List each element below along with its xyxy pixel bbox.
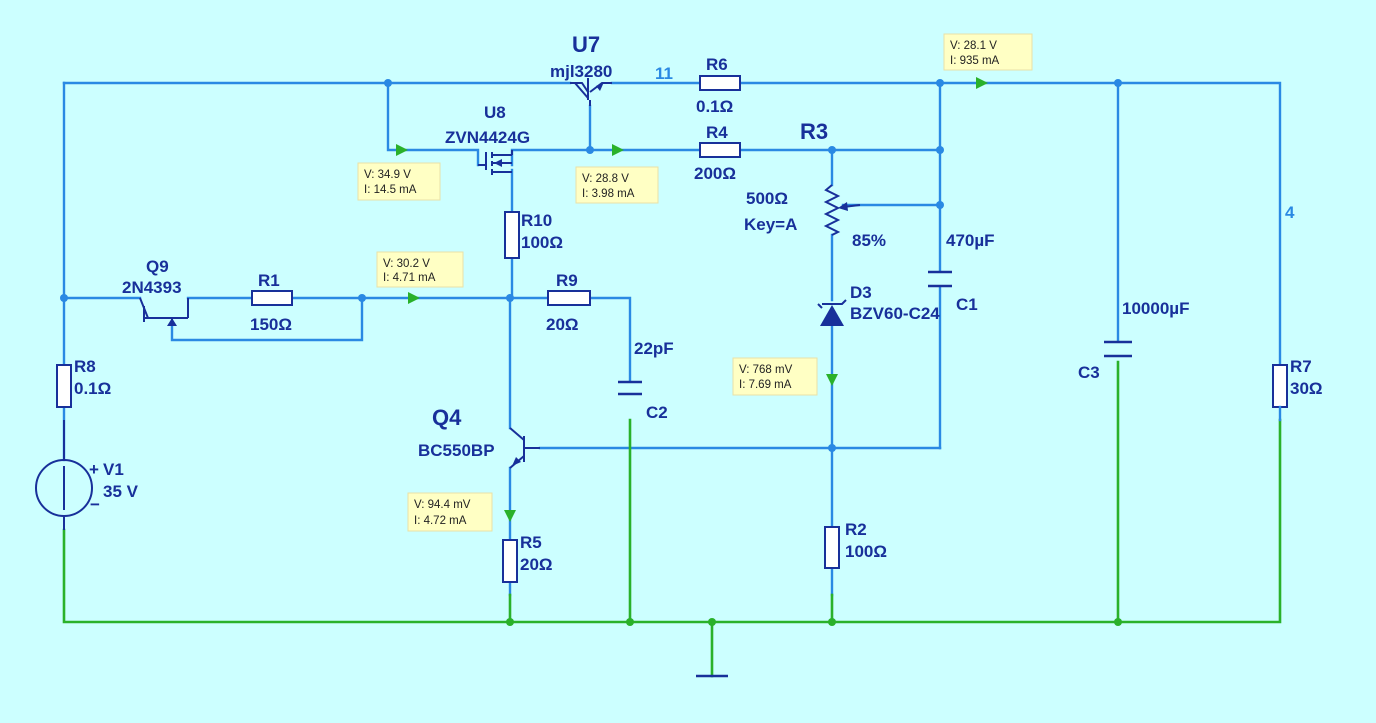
probe-source-voltage: V: 28.8 V bbox=[582, 173, 629, 185]
u7-ref: U7 bbox=[572, 32, 600, 57]
r3-key: Key=A bbox=[744, 215, 797, 234]
resistor-r7: R7 30Ω bbox=[1272, 357, 1323, 422]
q9-value: 2N4393 bbox=[122, 278, 182, 297]
c2-value: 22pF bbox=[634, 339, 674, 358]
r3-setting: 85% bbox=[852, 231, 886, 250]
c1-value: 470µF bbox=[946, 231, 995, 250]
probe-d3: V: 768 mV I: 7.69 mA bbox=[732, 357, 818, 396]
d3-value: BZV60-C24 bbox=[850, 304, 940, 323]
probe-u8-voltage: V: 34.9 V bbox=[364, 169, 411, 181]
voltage-source-v1: + V1 35 V − bbox=[35, 420, 139, 530]
r4-value: 200Ω bbox=[694, 164, 736, 183]
r7-ref: R7 bbox=[1290, 357, 1312, 376]
r2-ref: R2 bbox=[845, 520, 867, 539]
mosfet-u8: U8 ZVN4424G bbox=[445, 103, 530, 175]
v1-value: 35 V bbox=[103, 482, 139, 501]
probe-source-current: I: 3.98 mA bbox=[582, 188, 635, 200]
ground-wires bbox=[62, 360, 1282, 678]
probe-output: V: 28.1 V I: 935 mA bbox=[943, 33, 1033, 71]
flow-arrow-u8 bbox=[396, 144, 408, 156]
transistor-u7: U7 mjl3280 bbox=[550, 32, 612, 106]
resistor-r8: R8 0.1Ω bbox=[56, 357, 111, 408]
probe-r5: V: 94.4 mV I: 4.72 mA bbox=[407, 492, 493, 532]
flow-arrow-d3 bbox=[826, 374, 838, 386]
probe-output-current: I: 935 mA bbox=[950, 55, 1000, 67]
capacitor-c3: 10000µF C3 bbox=[1078, 299, 1189, 382]
r9-value: 20Ω bbox=[546, 315, 579, 334]
r10-ref: R10 bbox=[521, 211, 552, 230]
junctions bbox=[60, 79, 1122, 626]
flow-arrow-src bbox=[612, 144, 624, 156]
r1-value: 150Ω bbox=[250, 315, 292, 334]
r3-ref: R3 bbox=[800, 119, 828, 144]
jfet-q9: Q9 2N4393 bbox=[122, 257, 189, 326]
flow-arrow-out bbox=[976, 77, 988, 89]
r7-value: 30Ω bbox=[1290, 379, 1323, 398]
net-11-label: 11 bbox=[655, 64, 673, 83]
r3-value: 500Ω bbox=[746, 189, 788, 208]
r1-ref: R1 bbox=[258, 271, 280, 290]
probe-r1-current: I: 4.71 mA bbox=[383, 272, 436, 284]
resistor-r10: R10 100Ω bbox=[504, 211, 563, 259]
flow-arrow-r1 bbox=[408, 292, 420, 304]
q4-ref: Q4 bbox=[432, 405, 462, 430]
r4-ref: R4 bbox=[706, 123, 728, 142]
probe-u8: V: 34.9 V I: 14.5 mA bbox=[357, 162, 441, 201]
c3-value: 10000µF bbox=[1122, 299, 1189, 318]
u7-value: mjl3280 bbox=[550, 62, 612, 81]
r5-value: 20Ω bbox=[520, 555, 553, 574]
r5-ref: R5 bbox=[520, 533, 542, 552]
current-arrows bbox=[396, 77, 988, 522]
u8-value: ZVN4424G bbox=[445, 128, 530, 147]
c1-ref: C1 bbox=[956, 295, 978, 314]
c2-ref: C2 bbox=[646, 403, 668, 422]
r2-value: 100Ω bbox=[845, 542, 887, 561]
c3-ref: C3 bbox=[1078, 363, 1100, 382]
v1-ref: V1 bbox=[103, 460, 124, 479]
resistor-r2: R2 100Ω bbox=[824, 520, 887, 569]
zener-d3: D3 BZV60-C24 bbox=[817, 283, 940, 326]
q9-ref: Q9 bbox=[146, 257, 169, 276]
r8-value: 0.1Ω bbox=[74, 379, 111, 398]
potentiometer-r3: R3 500Ω Key=A 85% bbox=[744, 119, 886, 250]
capacitor-c2: 22pF C2 bbox=[618, 339, 674, 422]
capacitor-c1: 470µF C1 bbox=[928, 231, 995, 314]
resistor-r1: R1 150Ω bbox=[250, 271, 293, 334]
resistor-r4: R4 200Ω bbox=[694, 123, 741, 183]
probe-r1: V: 30.2 V I: 4.71 mA bbox=[376, 251, 464, 288]
r6-ref: R6 bbox=[706, 55, 728, 74]
q4-value: BC550BP bbox=[418, 441, 495, 460]
v1-minus: − bbox=[90, 495, 100, 514]
probe-r1-voltage: V: 30.2 V bbox=[383, 258, 430, 270]
net-4-label: 4 bbox=[1285, 203, 1295, 222]
probe-r5-voltage: V: 94.4 mV bbox=[414, 499, 471, 511]
u8-ref: U8 bbox=[484, 103, 506, 122]
probe-source: V: 28.8 V I: 3.98 mA bbox=[575, 166, 659, 204]
probe-d3-current: I: 7.69 mA bbox=[739, 379, 792, 391]
probe-output-voltage: V: 28.1 V bbox=[950, 40, 997, 52]
transistor-q4: Q4 BC550BP bbox=[418, 405, 540, 469]
r9-ref: R9 bbox=[556, 271, 578, 290]
probe-r5-current: I: 4.72 mA bbox=[414, 515, 467, 527]
resistor-r9: R9 20Ω bbox=[546, 271, 591, 334]
d3-ref: D3 bbox=[850, 283, 872, 302]
flow-arrow-r5 bbox=[504, 510, 516, 522]
probe-u8-current: I: 14.5 mA bbox=[364, 184, 417, 196]
resistor-r5: R5 20Ω bbox=[502, 533, 553, 583]
resistor-r6: R6 0.1Ω bbox=[696, 55, 741, 116]
v1-plus: + bbox=[89, 460, 99, 479]
r8-ref: R8 bbox=[74, 357, 96, 376]
r10-value: 100Ω bbox=[521, 233, 563, 252]
r6-value: 0.1Ω bbox=[696, 97, 733, 116]
probe-d3-voltage: V: 768 mV bbox=[739, 364, 793, 376]
